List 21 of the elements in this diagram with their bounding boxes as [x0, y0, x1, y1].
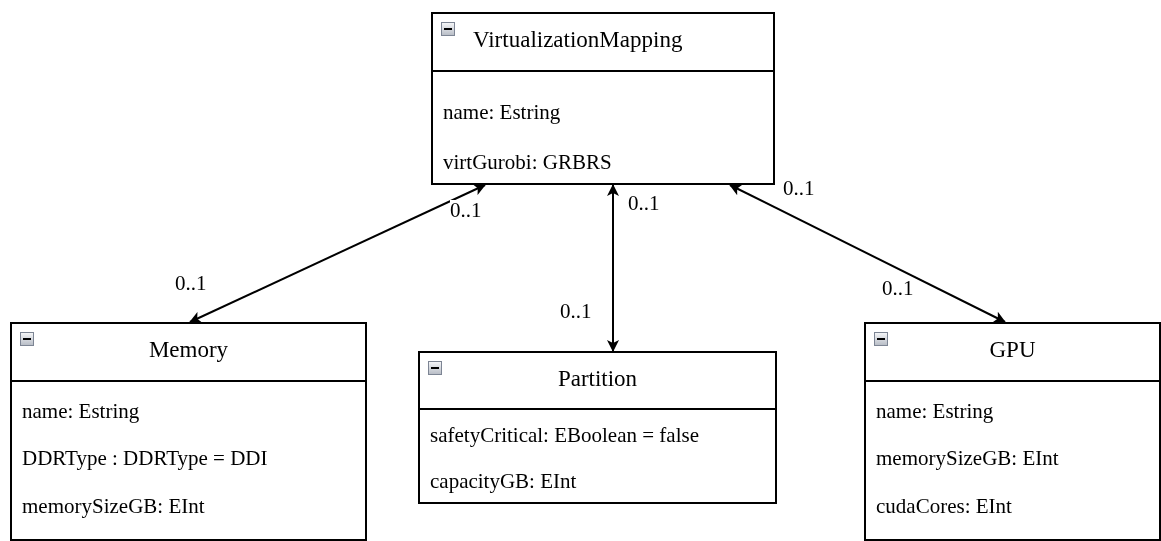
attribute-text: cudaCores: EInt	[876, 494, 1012, 519]
class-name: Partition	[557, 366, 638, 392]
class-name: VirtualizationMapping	[473, 27, 683, 53]
attribute-text: virtGurobi: GRBRS	[443, 150, 612, 175]
class-box	[431, 12, 775, 185]
class-box	[418, 351, 777, 504]
class-box	[864, 322, 1161, 541]
attribute-text: name: Estring	[22, 399, 140, 424]
class-box	[10, 322, 367, 541]
attribute-text: memorySizeGB: EInt	[22, 494, 205, 519]
attribute-text: DDRType : DDRType = DDI	[22, 446, 268, 471]
attribute-text: capacityGB: EInt	[430, 469, 577, 494]
attribute-text: memorySizeGB: EInt	[876, 446, 1059, 471]
attribute-text: name: Estring	[443, 100, 561, 125]
attribute-text: safetyCritical: EBoolean = false	[430, 423, 699, 448]
association-arrow	[607, 184, 619, 352]
association-arrow	[729, 184, 1006, 323]
association-arrow	[189, 184, 486, 323]
class-name: GPU	[989, 337, 1036, 363]
class-name: Memory	[148, 337, 229, 363]
attribute-text: name: Estring	[876, 399, 994, 424]
